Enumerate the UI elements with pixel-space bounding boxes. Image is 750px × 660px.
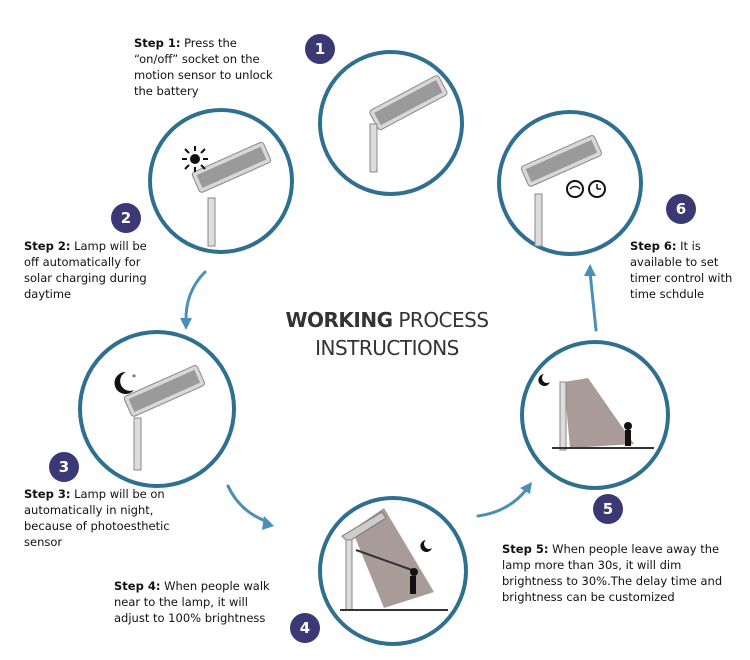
lamp-icon bbox=[369, 75, 448, 173]
arrowhead-2-3 bbox=[180, 318, 192, 330]
step3-badge: 3 bbox=[49, 452, 79, 482]
step4-text: Step 4: When people walk near to the lam… bbox=[114, 579, 270, 625]
step2-badge: 2 bbox=[111, 203, 141, 233]
step3-text: Step 3: Lamp will be on automatically in… bbox=[24, 487, 170, 549]
step6-circle bbox=[497, 110, 643, 256]
lamp-icon bbox=[123, 365, 205, 471]
step2-text: Step 2: Lamp will be off automatically f… bbox=[24, 239, 147, 301]
sun-icon bbox=[182, 146, 208, 172]
step5-circle bbox=[520, 340, 670, 490]
step4-badge: 4 bbox=[290, 613, 320, 643]
lamp-beam-person-icon bbox=[340, 508, 448, 611]
arrow-step2-to-3 bbox=[184, 270, 207, 324]
arrowhead-4-5 bbox=[520, 482, 532, 494]
step5-text: Step 5: When people leave away the lamp … bbox=[502, 542, 723, 604]
step6-text: Step 6: It is available to set timer con… bbox=[630, 239, 733, 301]
step6-badge: 6 bbox=[666, 194, 696, 224]
svg-text:*: * bbox=[132, 373, 136, 382]
title-bold: WORKING bbox=[285, 308, 393, 332]
arrow-step4-to-5 bbox=[476, 488, 528, 518]
diagram-title: WORKING PROCESS INSTRUCTIONS bbox=[262, 306, 512, 362]
step5-badge: 5 bbox=[593, 494, 623, 524]
step1-text: Step 1: Press the “on/off” socket on the… bbox=[134, 36, 273, 98]
wifi-clock-icon bbox=[566, 180, 606, 198]
step1-circle bbox=[318, 50, 464, 196]
step4-circle bbox=[318, 496, 468, 646]
lamp-beam-person-icon bbox=[538, 374, 654, 451]
title-line2: INSTRUCTIONS bbox=[315, 336, 459, 360]
step3-circle: * bbox=[78, 330, 236, 488]
title-rest: PROCESS bbox=[398, 308, 489, 332]
lamp-icon bbox=[191, 141, 272, 247]
arrow-step3-to-4 bbox=[226, 484, 270, 524]
step2-circle bbox=[148, 108, 294, 254]
step1-badge: 1 bbox=[305, 34, 335, 64]
moon-icon: * bbox=[114, 371, 136, 394]
lamp-icon bbox=[520, 135, 602, 247]
arrow-step5-to-6 bbox=[588, 270, 598, 332]
arrowhead-5-6 bbox=[584, 264, 596, 276]
arrowhead-3-4 bbox=[262, 516, 274, 530]
